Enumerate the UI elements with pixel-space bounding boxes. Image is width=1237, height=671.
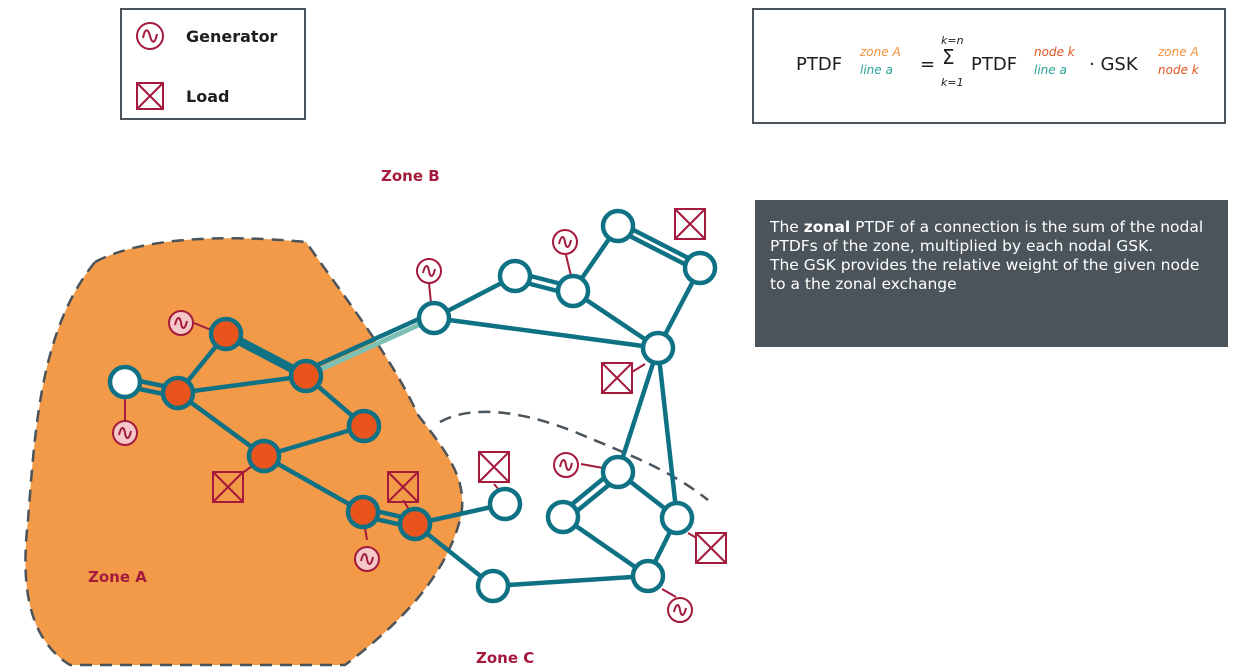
zone-a-region [24, 237, 464, 667]
load-icon [212, 471, 244, 503]
node [545, 499, 581, 535]
legend-load-row: Load [134, 80, 229, 112]
zone-a-nodes [107, 316, 433, 542]
node [555, 273, 591, 309]
node [600, 208, 636, 244]
formula-dot-gsk: · GSK [1089, 54, 1138, 75]
zone-c-nodes [475, 454, 695, 604]
node [630, 558, 666, 594]
loads [212, 208, 727, 564]
formula-ptdf-right: PTDF [971, 54, 1018, 75]
load-icon [478, 451, 510, 483]
node [345, 494, 381, 530]
load-icon [387, 471, 419, 503]
node [246, 438, 282, 474]
zone-b-nodes [416, 208, 718, 366]
generator-icon [416, 258, 442, 284]
line-a-highlight [304, 315, 436, 379]
formula-equals: = [920, 54, 936, 75]
node [487, 486, 523, 522]
generator-icon [553, 452, 579, 478]
node [397, 506, 433, 542]
formula-node-k-sup: node k [1034, 45, 1075, 59]
legend-load-label: Load [186, 86, 230, 106]
zone-a-label: Zone A [88, 568, 147, 586]
load-icon [136, 82, 164, 110]
legend-generator-label: Generator [186, 26, 278, 46]
ptdf-formula: PTDF zone A line a = k=n Σ k=1 PTDF node… [752, 8, 1226, 124]
legend-generator-row: Generator [134, 20, 277, 52]
info-panel: The zonal PTDF of a connection is the su… [755, 200, 1228, 347]
formula-sum-upper: k=n [941, 34, 964, 47]
node [107, 364, 143, 400]
node [346, 408, 382, 444]
formula-line-a-sub: line a [860, 63, 893, 77]
generator-icon [168, 310, 194, 336]
generators [112, 229, 693, 623]
info-paragraph-2: The GSK provides the relative weight of … [770, 256, 1200, 293]
formula-sum-symbol: Σ [942, 45, 955, 69]
legend: Generator Load [120, 8, 306, 120]
generator-icon [552, 229, 578, 255]
formula-line-a-sub2: line a [1034, 63, 1067, 77]
formula-node-k-sub: node k [1158, 63, 1199, 77]
node [208, 316, 244, 352]
generator-icon [136, 22, 164, 50]
node [497, 258, 533, 294]
load-icon [674, 208, 706, 240]
formula-zone-a-sup: zone A [860, 45, 901, 59]
node [659, 500, 695, 536]
zone-c-label: Zone C [476, 649, 534, 667]
generator-icon [354, 546, 380, 572]
zone-b-label: Zone B [381, 167, 440, 185]
node [160, 375, 196, 411]
info-line1-pre: The [770, 218, 804, 236]
load-icon [695, 532, 727, 564]
node [416, 300, 452, 336]
node [600, 454, 636, 490]
info-line1-bold: zonal [803, 218, 851, 236]
node [475, 568, 511, 604]
generator-icon [667, 597, 693, 623]
node [288, 358, 324, 394]
info-paragraph-1: The zonal PTDF of a connection is the su… [770, 218, 1214, 256]
info-line1-post: PTDF of a connection is the sum of the n… [770, 218, 1204, 255]
formula-sum-lower: k=1 [941, 76, 964, 89]
formula-ptdf-left: PTDF [796, 54, 843, 75]
node [640, 330, 676, 366]
generator-icon [112, 420, 138, 446]
formula-zone-a-sup2: zone A [1158, 45, 1199, 59]
node [682, 250, 718, 286]
load-icon [601, 362, 633, 394]
